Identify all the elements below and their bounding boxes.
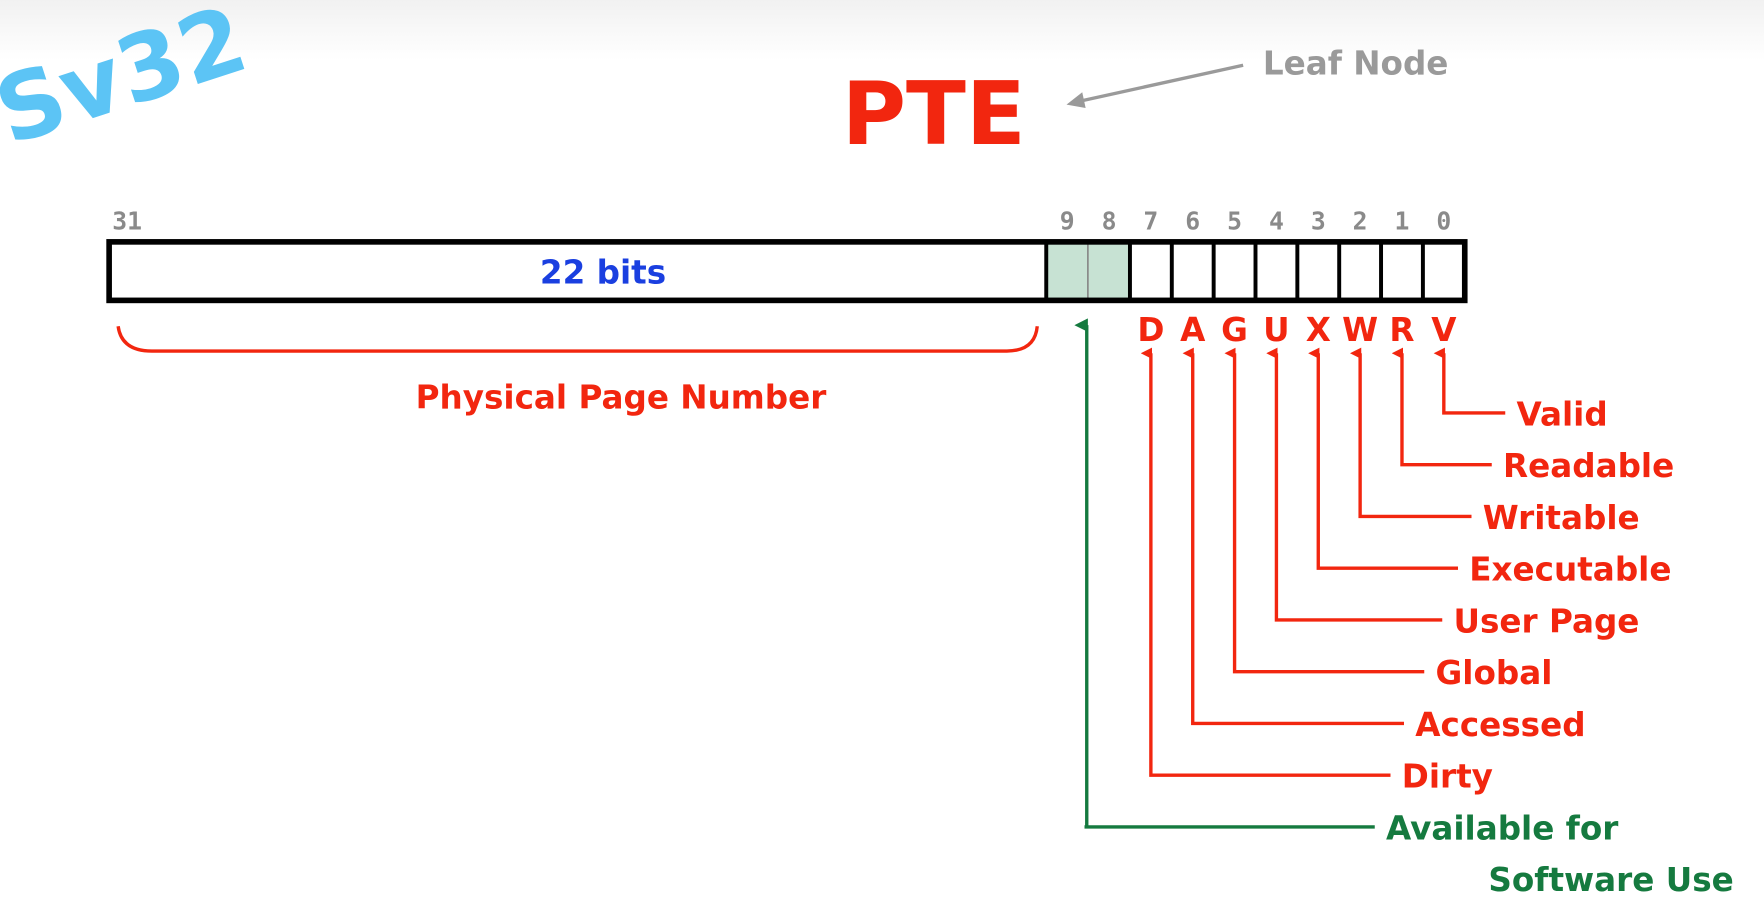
flag-label-accessed: Accessed [1415,706,1585,744]
flag-letter-v: V [1431,311,1457,349]
bit-number-1: 1 [1395,207,1410,236]
rsw-label-line2: Software Use [1488,861,1733,899]
flag-arrow-g [1224,347,1425,674]
flag-letter-x: X [1306,311,1331,349]
flag-letter-r: R [1389,311,1414,349]
bit-number-31: 31 [112,207,142,236]
flag-arrow-w [1350,347,1472,519]
ppn-brace [116,325,1039,353]
flag-letter-w: W [1342,311,1378,349]
flag-arrow-x [1308,347,1458,570]
flag-letter-d: D [1137,311,1164,349]
flag-letter-a: A [1180,311,1206,349]
sv32-logo: Sv32 [0,0,259,166]
flag-label-readable: Readable [1503,447,1674,485]
leaf-node-note: Leaf Node [1263,44,1449,82]
flag-label-user-page: User Page [1454,602,1640,640]
ppn-bits-label: 22 bits [540,254,666,292]
pte-register-box [106,239,1468,304]
flag-label-executable: Executable [1469,551,1671,589]
page-title: PTE [842,63,1026,165]
bit-number-7: 7 [1143,207,1158,236]
flag-label-writable: Writable [1483,499,1640,537]
bit-number-9: 9 [1060,207,1075,236]
flag-arrow-a [1182,347,1404,726]
bit-number-0: 0 [1436,207,1451,236]
ppn-label: Physical Page Number [416,378,827,416]
bit-number-5: 5 [1227,207,1242,236]
flag-letter-u: U [1263,311,1289,349]
bit-number-8: 8 [1102,207,1117,236]
flag-label-dirty: Dirty [1402,758,1493,796]
flag-letter-g: G [1221,311,1248,349]
bit-number-2: 2 [1353,207,1368,236]
flag-label-valid: Valid [1517,395,1608,433]
bit-number-6: 6 [1185,207,1200,236]
flag-arrow-d [1140,347,1391,777]
rsw-label-line1: Available for [1386,809,1618,847]
leaf-node-arrowhead [1066,92,1086,108]
flag-label-global: Global [1436,654,1553,692]
bit-number-4: 4 [1269,207,1284,236]
leaf-node-arrow [1074,63,1244,105]
flag-arrow-u [1266,347,1443,622]
flag-arrow-r [1391,347,1492,467]
flag-arrow-v [1433,347,1506,415]
bit-number-3: 3 [1311,207,1326,236]
